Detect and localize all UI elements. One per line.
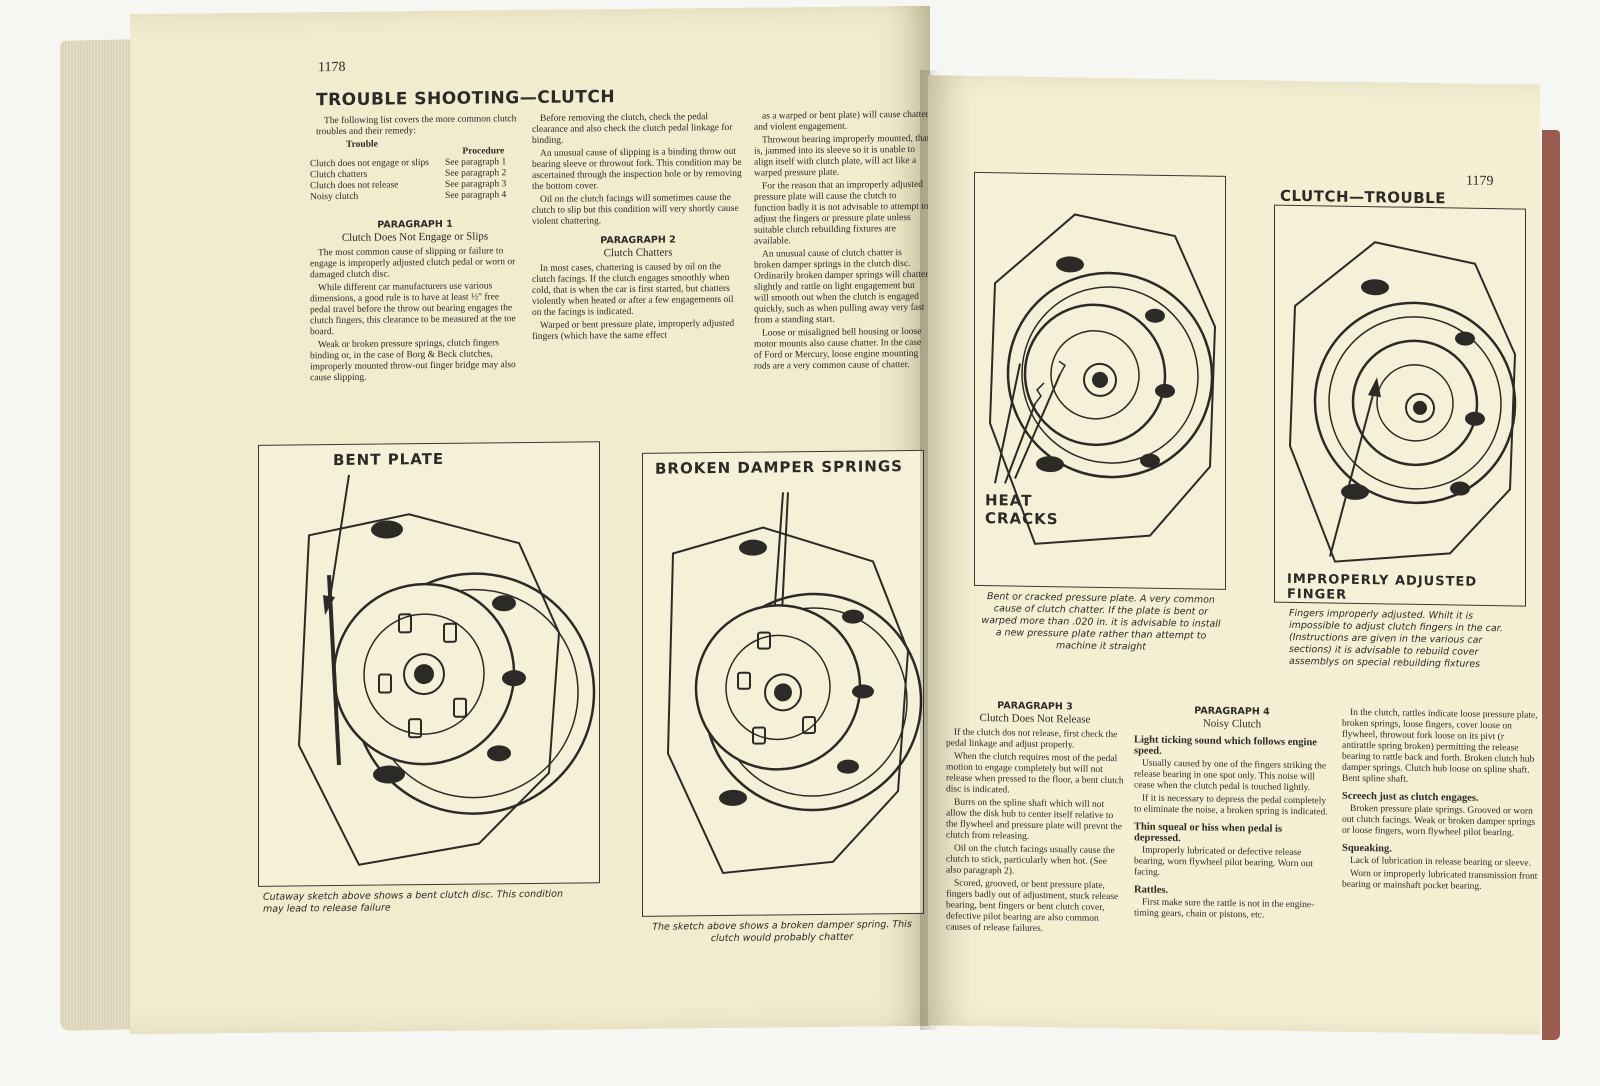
paragraph-4-heading: PARAGRAPH 4 <box>1194 705 1270 718</box>
left-intro: The following list covers the more commo… <box>316 114 526 140</box>
figure-label: CRACKS <box>985 509 1059 529</box>
body-text: In most cases, chattering is caused by o… <box>532 261 734 318</box>
body-text: When the clutch requires most of the ped… <box>946 751 1124 796</box>
left-page: 1178 TROUBLE SHOOTING—CLUTCH The followi… <box>130 5 930 1035</box>
figure-bent-plate: BENT PLATE <box>258 441 600 915</box>
clutch-illustration <box>666 492 923 875</box>
intro-text: The following list covers the more commo… <box>316 114 517 138</box>
paragraph-4-subheading: Noisy Clutch <box>1202 717 1262 731</box>
trouble-table: Trouble Procedure Clutch does not engage… <box>310 138 540 203</box>
clutch-illustration <box>1288 241 1517 563</box>
figure-heat-cracks: HEAT CRACKS Bent or cracked pressure pla… <box>974 171 1226 653</box>
paragraph-1-text: While different car manufacturers use va… <box>310 281 516 338</box>
body-text: First make sure the rattle is not in the… <box>1134 897 1315 921</box>
body-text: If it is necessary to depress the pedal … <box>1134 793 1328 818</box>
paragraph-1-text: The most common cause of slipping or fai… <box>310 246 516 281</box>
clutch-illustration <box>297 474 596 866</box>
paragraph-1-text: Weak or broken pressure springs, clutch … <box>310 338 516 384</box>
left-column-2: Before removing the clutch, check the pe… <box>532 112 744 345</box>
body-text: In the clutch, rattles indicate loose pr… <box>1342 707 1538 785</box>
body-text: Scored, grooved, or bent pressure plate,… <box>946 878 1119 935</box>
body-text: Lack of lubrication in release bearing o… <box>1350 855 1531 869</box>
table-row: Noisy clutch See paragraph 4 <box>310 190 540 203</box>
left-page-title: TROUBLE SHOOTING—CLUTCH <box>316 87 616 111</box>
paragraph-2-subheading: Clutch Chatters <box>603 246 673 260</box>
symptom-heading: Light ticking sound which follows engine… <box>1134 734 1317 757</box>
figure-improperly-adjusted-finger: IMPROPERLY ADJUSTED FINGER Fingers impro… <box>1274 204 1526 670</box>
paragraph-1-subheading: Clutch Does Not Engage or Slips <box>341 230 489 244</box>
paragraph-3-heading: PARAGRAPH 3 <box>997 700 1073 713</box>
figure-broken-damper-springs: BROKEN DAMPER SPRINGS <box>642 449 924 944</box>
paragraph-4: PARAGRAPH 4 Noisy Clutch Light ticking s… <box>1134 696 1330 924</box>
paragraph-3: PARAGRAPH 3 Clutch Does Not Release If t… <box>946 691 1124 938</box>
body-text: Broken pressure plate springs. Grooved o… <box>1342 803 1536 839</box>
figure-label: IMPROPERLY ADJUSTED FINGER <box>1287 571 1478 603</box>
figure-caption: Bent or cracked pressure plate. A very c… <box>981 591 1221 653</box>
body-text: If the clutch dos not release, first che… <box>946 727 1118 751</box>
book-cover <box>1542 130 1560 1040</box>
paragraph-1-heading: PARAGRAPH 1 <box>377 218 453 231</box>
body-text: Burrs on the spline shaft which will not… <box>946 797 1122 842</box>
trouble-table-header: Trouble Procedure <box>310 138 540 159</box>
symptom-heading: Screech just as clutch engages. <box>1342 790 1479 804</box>
symptom-heading: Thin squeal or hiss when pedal is depres… <box>1134 821 1283 845</box>
body-text: Before removing the clutch, check the pe… <box>532 112 733 146</box>
right-page-number: 1179 <box>1466 173 1494 190</box>
symptom-heading: Squeaking. <box>1342 842 1392 855</box>
body-text: Warped or bent pressure plate, improperl… <box>532 318 735 342</box>
left-page-number: 1178 <box>318 59 346 76</box>
body-text: Improperly lubricated or defective relea… <box>1134 845 1313 878</box>
paragraph-1: PARAGRAPH 1 Clutch Does Not Engage or Sl… <box>310 210 520 386</box>
body-text: For the reason that an improperly adjust… <box>754 179 929 247</box>
figure-caption: Fingers improperly adjusted. Whilt it is… <box>1289 607 1503 670</box>
body-text: Throwout bearing improperly mounted, tha… <box>754 133 930 179</box>
figure-caption: Cutaway sketch above shows a bent clutch… <box>263 888 563 915</box>
body-text: as a warped or bent plate) will cause ch… <box>754 109 929 133</box>
procedure-cell: See paragraph 4 <box>445 190 507 201</box>
left-column-3: as a warped or bent plate) will cause ch… <box>754 110 930 375</box>
figure-label: HEAT <box>985 491 1033 510</box>
col-procedure-header: Procedure <box>462 146 505 157</box>
paragraph-3-subheading: Clutch Does Not Release <box>979 712 1091 726</box>
body-text: Worn or improperly lubricated transmissi… <box>1342 868 1538 892</box>
symptom-heading: Rattles. <box>1134 884 1169 896</box>
body-text: An unusual cause of clutch chatter is br… <box>754 248 929 326</box>
clutch-illustration <box>988 213 1217 545</box>
right-column-3: In the clutch, rattles indicate loose pr… <box>1342 708 1538 896</box>
body-text: An unusual cause of slipping is a bindin… <box>532 146 742 192</box>
open-book: 1178 TROUBLE SHOOTING—CLUTCH The followi… <box>60 5 1560 1070</box>
figure-caption: The sketch above shows a broken damper s… <box>652 919 912 945</box>
col-trouble-header: Trouble <box>346 139 378 150</box>
body-text: Oil on the clutch facings usually cause … <box>946 843 1115 877</box>
body-text: Usually caused by one of the fingers str… <box>1134 758 1327 794</box>
body-text: Oil on the clutch facings will sometimes… <box>532 192 739 227</box>
trouble-cell: Noisy clutch <box>310 191 359 203</box>
page-edges <box>60 39 140 1031</box>
body-text: Loose or misaligned bell housing or loos… <box>754 326 922 372</box>
paragraph-2-heading: PARAGRAPH 2 <box>600 234 676 247</box>
right-page: 1179 CLUTCH—TROUBLE SHOOTING <box>928 75 1540 1035</box>
